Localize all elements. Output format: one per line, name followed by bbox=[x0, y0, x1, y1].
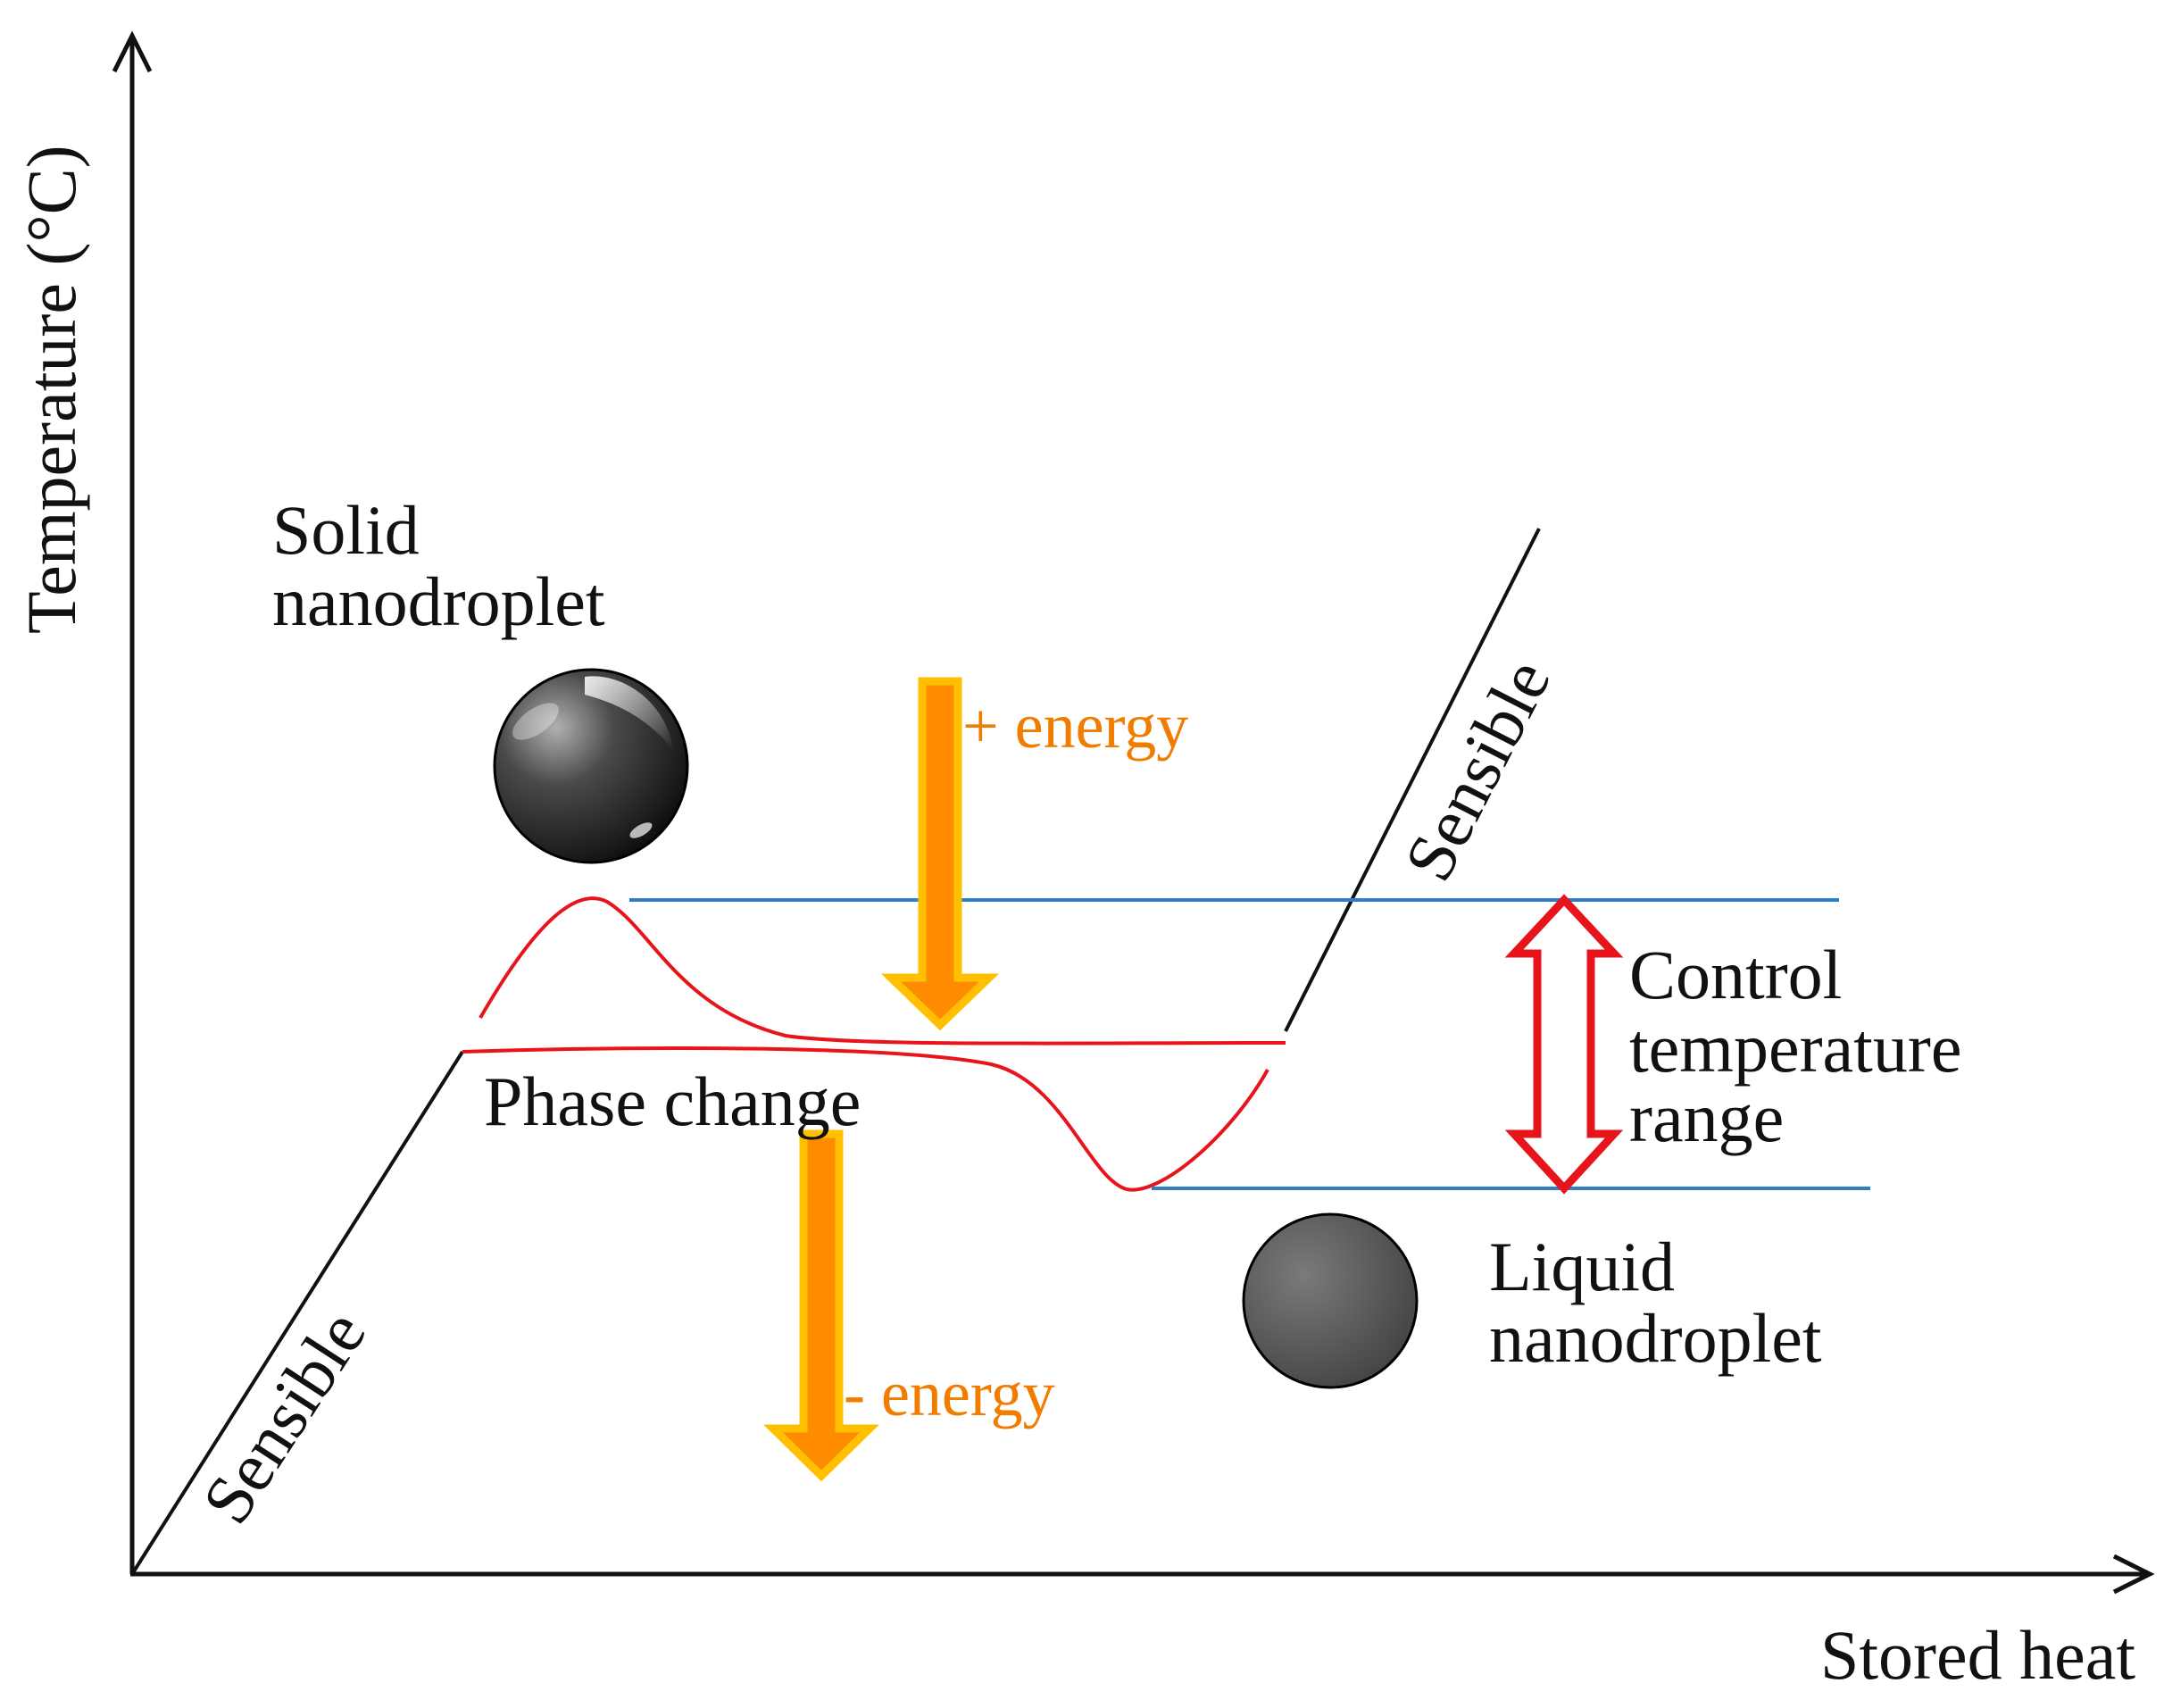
sensible-line-low bbox=[130, 1050, 464, 1576]
plus-energy-label: + energy bbox=[962, 690, 1188, 762]
sensible-label-high: Sensible bbox=[1389, 647, 1566, 893]
minus-energy-label: - energy bbox=[844, 1358, 1055, 1429]
range-label-line3: range bbox=[1629, 1079, 1784, 1156]
sensible-line-high bbox=[1284, 528, 1541, 1032]
glossy-sphere-icon bbox=[493, 668, 689, 864]
range-label-line2: temperature bbox=[1629, 1009, 1961, 1087]
liquid-label-line2: nanodroplet bbox=[1489, 1299, 1822, 1377]
x-axis-arrowhead bbox=[2112, 1554, 2155, 1595]
liquid-label-line1: Liquid bbox=[1489, 1228, 1675, 1305]
y-axis-arrowhead bbox=[112, 30, 153, 73]
solid-label-line2: nanodroplet bbox=[272, 562, 605, 640]
cooling-curve bbox=[462, 1046, 1269, 1192]
range-label-line1: Control bbox=[1629, 936, 1842, 1013]
minus-energy-arrow bbox=[762, 1129, 880, 1482]
range-double-arrow bbox=[1504, 894, 1624, 1195]
matte-sphere-icon bbox=[1242, 1212, 1419, 1389]
heating-curve bbox=[479, 896, 1286, 1046]
y-axis-label: Temperature (°C) bbox=[12, 145, 90, 634]
axes bbox=[112, 30, 2155, 1595]
plus-energy-arrow bbox=[880, 677, 1000, 1031]
solid-label-line1: Solid bbox=[272, 491, 420, 569]
phase-change-label: Phase change bbox=[484, 1062, 861, 1140]
x-axis-label: Stored heat bbox=[1820, 1616, 2135, 1694]
